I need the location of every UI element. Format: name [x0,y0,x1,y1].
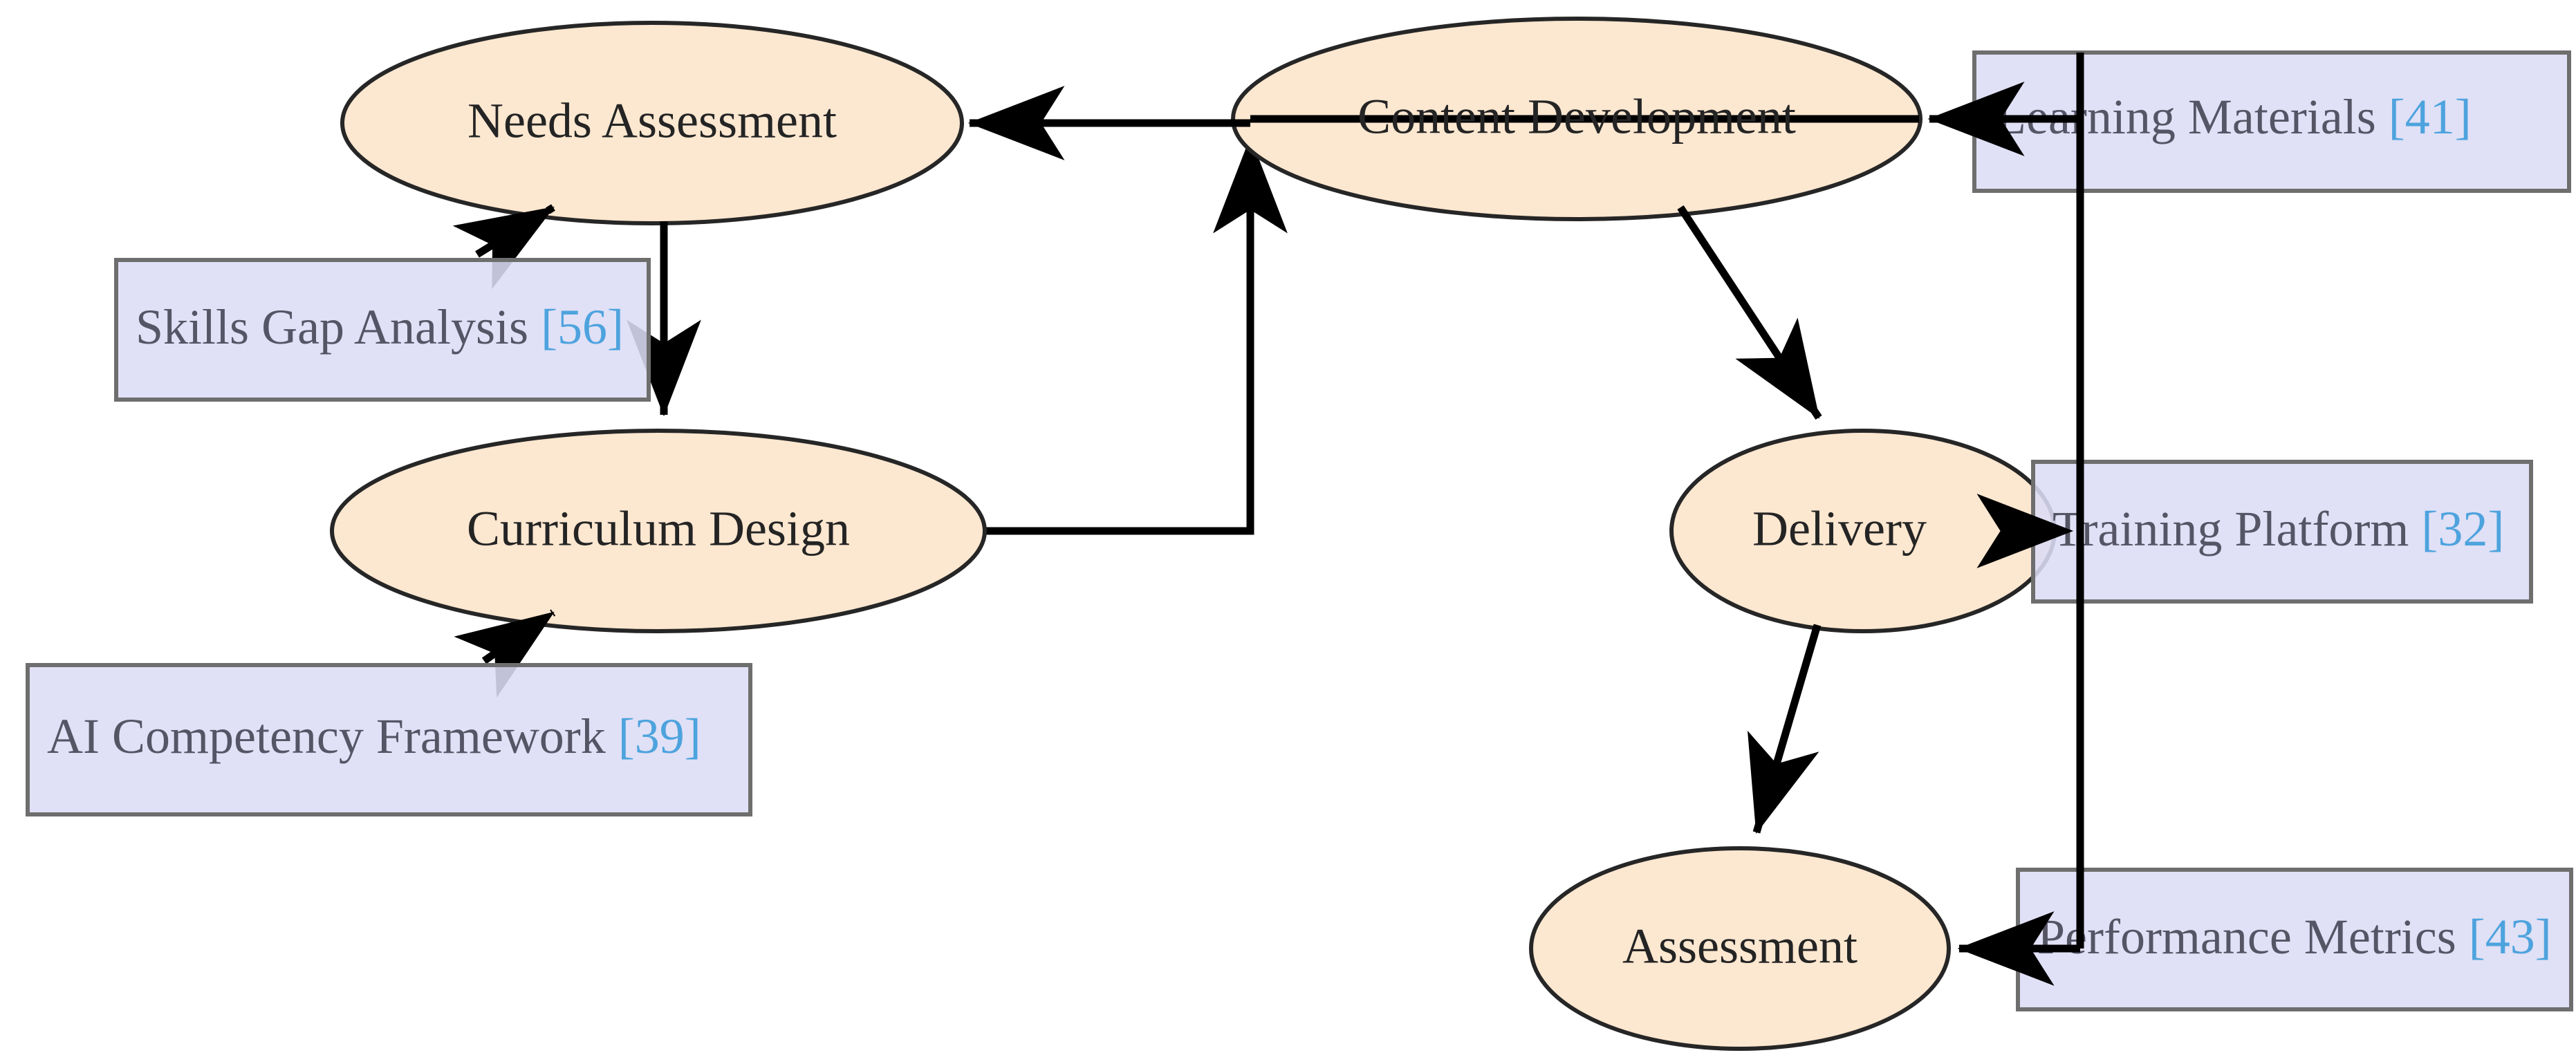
node-label-assessment: Assessment [1622,919,1857,974]
node-label-content-development: Content Development [1358,89,1796,144]
node-needs-assessment[interactable]: Needs Assessment [340,21,964,225]
node-training-platform[interactable]: Training Platform [32] [2031,460,2533,604]
edge-content-development-to-needs-assessment [967,86,1919,160]
edge-curriculum-design-to-content-development [985,136,1288,535]
node-label-ai-competency-framework: AI Competency Framework [39] [47,709,701,764]
node-label-training-platform: Training Platform [32] [2053,501,2504,557]
edge-ai-competency-framework-to-curriculum-design [454,609,556,698]
node-learning-materials[interactable]: Learning Materials [41] [1972,50,2571,193]
node-label-curriculum-design: Curriculum Design [467,501,850,557]
node-curriculum-design[interactable]: Curriculum Design [330,429,987,633]
edge-content-development-to-delivery [1677,205,1822,420]
node-skills-gap-analysis[interactable]: Skills Gap Analysis [56] [114,258,651,402]
node-performance-metrics[interactable]: Performance Metrics [43] [2016,868,2573,1011]
node-label-needs-assessment: Needs Assessment [467,93,837,149]
edge-skills-gap-analysis-to-needs-assessment [452,204,555,290]
node-assessment[interactable]: Assessment [1529,846,1951,1051]
node-delivery[interactable]: Delivery [1669,429,2057,633]
node-ai-competency-framework[interactable]: AI Competency Framework [39] [26,663,752,816]
node-label-performance-metrics: Performance Metrics [43] [2037,909,2552,964]
edge-delivery-to-assessment [1747,624,1822,834]
node-label-skills-gap-analysis: Skills Gap Analysis [56] [136,299,624,355]
node-label-learning-materials: Learning Materials [41] [1996,89,2472,144]
node-label-delivery: Delivery [1752,501,1927,557]
